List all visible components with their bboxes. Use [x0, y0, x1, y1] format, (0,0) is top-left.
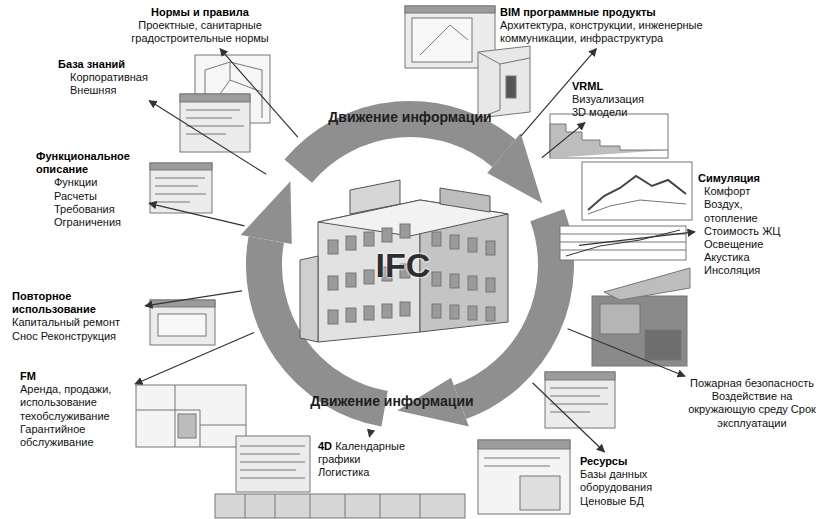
flow-arrow — [533, 383, 605, 452]
group-heading: Нормы и правила — [125, 6, 275, 19]
group-heading: BIM программные продукты — [500, 6, 732, 19]
ring-label: Движение информации — [310, 393, 473, 410]
group-body: Комфорт Воздух, отопление Стоимость ЖЦ О… — [704, 185, 786, 277]
center-label: IFC — [376, 245, 431, 286]
topic-group: База знанийКорпоративная Внешняя — [58, 58, 168, 98]
group-body: Визуализация 3D модели — [572, 93, 654, 119]
flow-arrow — [369, 430, 371, 437]
topic-group: Функциональное описаниеФункции Расчеты Т… — [36, 150, 146, 229]
topic-group: FMАренда, продажи, использование техобсл… — [20, 370, 132, 449]
group-body: Функции Расчеты Требования Ограничения — [54, 176, 134, 229]
topic-group: Нормы и правилаПроектные, санитарные гра… — [125, 6, 275, 46]
topic-group: VRMLВизуализация 3D модели — [572, 80, 654, 120]
group-heading: 4D — [318, 440, 332, 452]
group-heading: Повторное использование — [12, 290, 142, 316]
info-cycle: Движение информацииIFCДвижение информаци… — [240, 95, 580, 435]
flow-arrow — [568, 329, 685, 377]
group-heading: FM — [20, 370, 132, 383]
group-heading: База знаний — [58, 58, 168, 71]
flow-arrow — [220, 49, 298, 138]
group-body: Аренда, продажи, использование техобслуж… — [20, 383, 126, 449]
ring-label: Движение информации — [328, 109, 491, 126]
group-body: Пожарная безопасность Воздействие на окр… — [688, 377, 816, 430]
group-body: Архитектура, конструкции, инженерные ком… — [500, 19, 732, 45]
flow-arrow — [542, 123, 585, 158]
group-heading: Функциональное описание — [36, 150, 146, 176]
topic-group: РесурсыБазы данных оборудования Ценовые … — [580, 455, 690, 508]
group-heading: Симуляция — [698, 172, 816, 185]
group-heading: Ресурсы — [580, 455, 690, 468]
info-ring — [264, 119, 556, 409]
topic-group: Повторное использованиеКапитальный ремон… — [12, 290, 142, 343]
flow-arrow — [149, 101, 266, 175]
group-body: Базы данных оборудования Ценовые БД — [580, 468, 666, 508]
group-body: Корпоративная Внешняя — [70, 71, 168, 97]
flow-arrow — [579, 232, 695, 246]
topic-group: Пожарная безопасность Воздействие на окр… — [688, 377, 816, 430]
group-body: Капитальный ремонт Снос Реконструкция — [12, 316, 128, 342]
screenshots — [136, 6, 692, 518]
topic-group: BIM программные продуктыАрхитектура, кон… — [500, 6, 732, 46]
flow-arrow — [135, 333, 254, 385]
group-body: Проектные, санитарные градостроительные … — [125, 19, 275, 45]
building-model — [300, 180, 508, 342]
group-heading: VRML — [572, 80, 654, 93]
topic-group: 4D Календарные графики Логистика — [318, 440, 410, 480]
topic-group: СимуляцияКомфорт Воздух, отопление Стоим… — [698, 172, 816, 278]
flow-arrow — [149, 203, 245, 226]
flow-arrow — [145, 291, 242, 306]
ring-arrowheads — [241, 133, 543, 426]
